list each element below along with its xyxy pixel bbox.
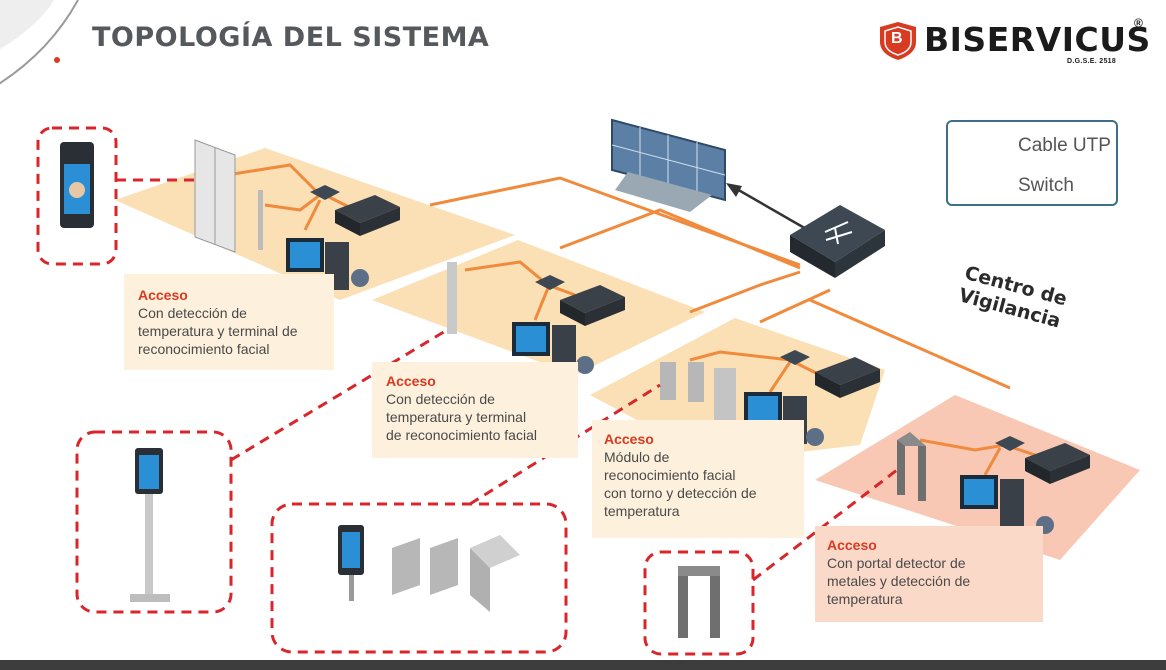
cable-zone1-pc [303,199,322,231]
cable-zone4-pc [983,447,1002,476]
zone2-operator-icon [576,356,594,374]
arrow-to-video-wall [726,183,809,232]
callout-link-4 [752,468,898,582]
access-card-line: Módulo de [604,449,670,465]
access-card-1: Acceso Con detección de temperatura y te… [124,274,334,370]
corner-arc-decoration [0,0,79,85]
cable-zone3-pc [768,361,792,393]
cable-to-center-1 [429,176,801,267]
zone2-computer-icon [512,322,576,373]
callout-link-2 [230,328,448,462]
callout-temperature-stand [75,430,233,614]
zone1-computer-icon [286,238,349,290]
legend [946,120,1118,206]
brand-name: BISERVICUS [924,20,1151,59]
access-card-line: temperatura [827,591,903,607]
brand-registered-mark: ® [1134,16,1143,30]
zone1-door-icon [194,139,236,253]
legend-switch-label: Switch [1018,175,1074,196]
cable-zone3-local [689,350,831,382]
legend-cable-label: Cable UTP [1018,135,1111,156]
brand-license-number: D.G.S.E. 2518 [1067,58,1117,65]
access-card-line: temperatura y terminal de [138,323,298,339]
access-card-line: metales y detección de [827,573,971,589]
access-card-title: Acceso [138,287,188,303]
callouts [36,126,898,656]
access-card-4: Acceso Con portal detector de metales y … [815,526,1043,622]
access-card-line: Con detección de [138,305,247,321]
zone3-switch-icon [780,350,810,365]
brand-logo-letter: B [891,30,903,47]
access-card-line: Con detección de [386,391,495,407]
cable-to-center-3 [689,270,801,314]
access-card-line: reconocimiento facial [138,341,270,357]
cable-zone2-local [464,260,576,297]
zone1-temperature-stand-icon [258,190,263,250]
callout-face-terminal [36,126,118,266]
central-switch-icon [790,205,885,278]
access-card-3: Acceso Módulo de reconocimiento facial c… [592,420,804,538]
face-terminal-device-icon [60,142,94,228]
access-card-line: temperatura [604,503,680,519]
access-card-title: Acceso [386,373,436,389]
zone3-turnstile-icon [660,362,736,424]
access-card-line: reconocimiento facial [604,467,736,483]
zone2-nvr-icon [560,285,625,326]
zone3-nvr-icon [815,357,880,398]
zone4-metal-detector-icon [897,432,926,501]
callout-metal-detector [643,550,755,656]
access-card-2: Acceso Con detección de temperatura y te… [372,362,578,458]
zone4-switch-icon [995,436,1025,451]
cable-to-zone-4 [809,298,1011,390]
zone4-computer-icon [960,475,1024,527]
zone2-switch-icon [535,275,565,290]
video-wall-icon [611,118,726,212]
page-title: TOPOLOGÍA DEL SISTEMA [92,22,490,53]
cable-zone2-pc [533,287,550,321]
turnstile-device-icon [338,525,520,612]
zone2-temperature-stand-icon [447,262,457,334]
access-card-line: temperatura y terminal [386,409,527,425]
zone4-nvr-icon [1025,443,1090,484]
zone1-operator-icon [351,269,369,287]
zone3-operator-icon [806,428,824,446]
metal-detector-device-icon [678,566,720,638]
callout-link-3 [469,383,661,506]
cable-zone4-local [919,438,1051,462]
cable-to-center-2 [559,208,801,270]
zone1-nvr-icon [335,195,400,236]
bottom-bar [0,660,1166,670]
access-card-line: de reconocimiento facial [386,427,537,443]
brand-logo-icon [880,22,916,60]
access-card-title: Acceso [604,431,654,447]
access-card-line: con torno y detección de [604,485,757,501]
temperature-stand-device-icon [130,448,170,602]
zone1-switch-icon [310,185,340,200]
access-card-title: Acceso [827,537,877,553]
access-card-line: Con portal detector de [827,555,966,571]
callout-turnstile [270,502,568,654]
cable-to-center-4 [759,288,831,324]
